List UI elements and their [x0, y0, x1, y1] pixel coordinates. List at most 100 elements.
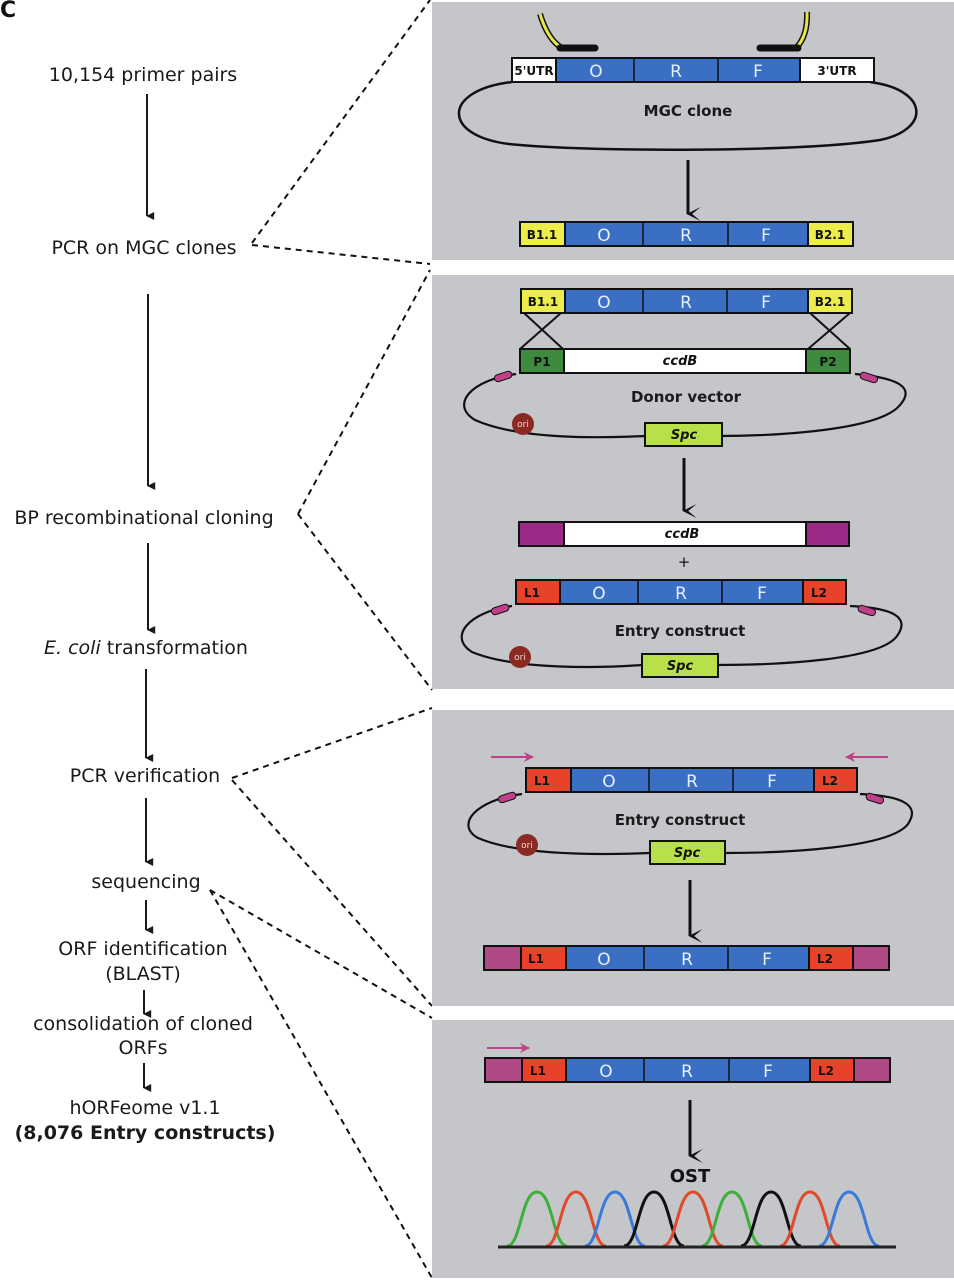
utr5-label: 5'UTR: [514, 64, 553, 78]
attb2-segment: [807, 221, 854, 247]
donor-vector-label: Donor vector: [631, 388, 742, 406]
trace-peak-blue: [584, 1190, 646, 1248]
orf-letter: R: [680, 226, 692, 246]
panel-pcr-mgc: 5'UTR O R F 3'UTR MGC clone B1.1 O R F B…: [432, 2, 954, 260]
flank-segment: [853, 1057, 891, 1083]
ori-marker: [509, 646, 531, 668]
ori-label: ori: [514, 653, 526, 663]
attl2-label: L2: [817, 952, 833, 966]
step-consolidation-sub: ORFs: [119, 1037, 168, 1059]
orf-letter: O: [602, 772, 615, 792]
attr1-segment: [518, 521, 565, 547]
step-bp-cloning: BP recombinational cloning: [14, 507, 273, 529]
chromatogram-trace: [506, 1190, 880, 1248]
entry-backbone: [460, 604, 903, 669]
panel-bp-recombination: B1.1 O R F B2.1 P1 ccdB P2 ori Spc Donor…: [432, 275, 954, 689]
attl2-segment: [813, 767, 858, 793]
flank-segment: [852, 945, 890, 971]
step-orf-identification: ORF identification: [58, 938, 227, 960]
primer-site: [497, 791, 517, 804]
workflow-steps: 10,154 primer pairs PCR on MGC clones BP…: [14, 64, 275, 1144]
trace-peak-black: [623, 1190, 685, 1248]
orf-letter: O: [589, 62, 602, 82]
primer-site: [859, 371, 879, 384]
mgc-plasmid-backbone: [457, 80, 918, 151]
attb1-label: B1.1: [528, 295, 558, 309]
connector-pcr-top: [251, 0, 431, 244]
attl2-label: L2: [822, 774, 838, 788]
connector-pcrver-bottom: [231, 779, 433, 1007]
spc-label: Spc: [671, 428, 698, 443]
step-consolidation: consolidation of cloned: [33, 1013, 253, 1035]
panel-pcr-verification: L1 O R F L2 ori Spc Entry construct L1 O…: [432, 710, 954, 1006]
entry-construct-label: Entry construct: [615, 811, 746, 829]
step-horfeome: hORFeome v1.1: [69, 1097, 220, 1119]
attb2-segment: [807, 288, 853, 314]
panel-background: [432, 275, 954, 689]
trace-peak-black: [740, 1190, 802, 1248]
attl2-segment: [802, 579, 847, 605]
orf-letter: R: [675, 584, 687, 604]
connector-seq-bottom: [209, 889, 433, 1279]
flank-segment: [484, 1057, 523, 1083]
orf-letter: R: [681, 950, 693, 970]
orf-segment: [564, 288, 809, 314]
donor-backbone: [463, 372, 907, 439]
utr3-segment: [799, 57, 875, 83]
primer-site: [857, 604, 877, 617]
connector-bp-top: [297, 269, 431, 515]
orf-letter: F: [753, 62, 763, 82]
attp1-label: P1: [533, 355, 550, 369]
spc-label: Spc: [667, 659, 694, 674]
ecoli-italic: E. coli: [44, 637, 101, 659]
connector-pcrver-top: [231, 707, 433, 779]
connector-bp-bottom: [297, 513, 433, 691]
primer-site: [865, 792, 885, 805]
connector-pcr-bottom: [251, 244, 431, 265]
transformation-text: transformation: [101, 637, 248, 659]
orf-segment: [570, 767, 815, 793]
orf-letter: F: [763, 1062, 773, 1082]
attl1-label: L1: [524, 586, 540, 600]
ori-marker: [512, 413, 534, 435]
orf-letter: F: [757, 584, 767, 604]
attl1-label: L1: [530, 1064, 546, 1078]
orf-letter: F: [761, 293, 771, 313]
spc-marker: [641, 653, 719, 678]
trace-peak-green: [506, 1190, 568, 1248]
orf-segment: [559, 579, 804, 605]
attb1-segment: [520, 288, 566, 314]
orf-letter: O: [597, 293, 610, 313]
step-ecoli-transformation: E. coli transformation: [44, 637, 248, 659]
orf-letter: O: [599, 1062, 612, 1082]
attp2-segment: [805, 348, 851, 374]
orf-segment: [565, 1057, 811, 1083]
attl1-label: L1: [528, 952, 544, 966]
attp1-segment: [519, 348, 565, 374]
trace-peak-green: [701, 1190, 763, 1248]
ori-label: ori: [521, 841, 533, 851]
flank-segment: [483, 945, 522, 971]
step-pcr-mgc: PCR on MGC clones: [51, 237, 236, 259]
orf-letter: O: [597, 950, 610, 970]
spc-marker: [644, 422, 723, 447]
primer-site: [490, 603, 510, 616]
orf-letter: F: [761, 226, 771, 246]
attb2-label: B2.1: [815, 295, 845, 309]
entry-backbone: [467, 792, 914, 856]
connector-seq-top: [209, 889, 433, 1019]
attl1-segment: [521, 1057, 567, 1083]
orf-letter: F: [762, 950, 772, 970]
attb2-label: B2.1: [815, 228, 845, 242]
ori-label: ori: [517, 420, 529, 430]
trace-peak-red: [779, 1190, 841, 1248]
panel-sequencing: L1 O R F L2 OST: [432, 1020, 954, 1278]
step-sequencing: sequencing: [91, 871, 200, 893]
orf-letter: O: [592, 584, 605, 604]
orf-letter: R: [680, 293, 692, 313]
ost-label: OST: [670, 1166, 711, 1187]
attb1-label: B1.1: [527, 228, 557, 242]
entry-construct-label: Entry construct: [615, 622, 746, 640]
step-primer-pairs: 10,154 primer pairs: [49, 64, 237, 86]
